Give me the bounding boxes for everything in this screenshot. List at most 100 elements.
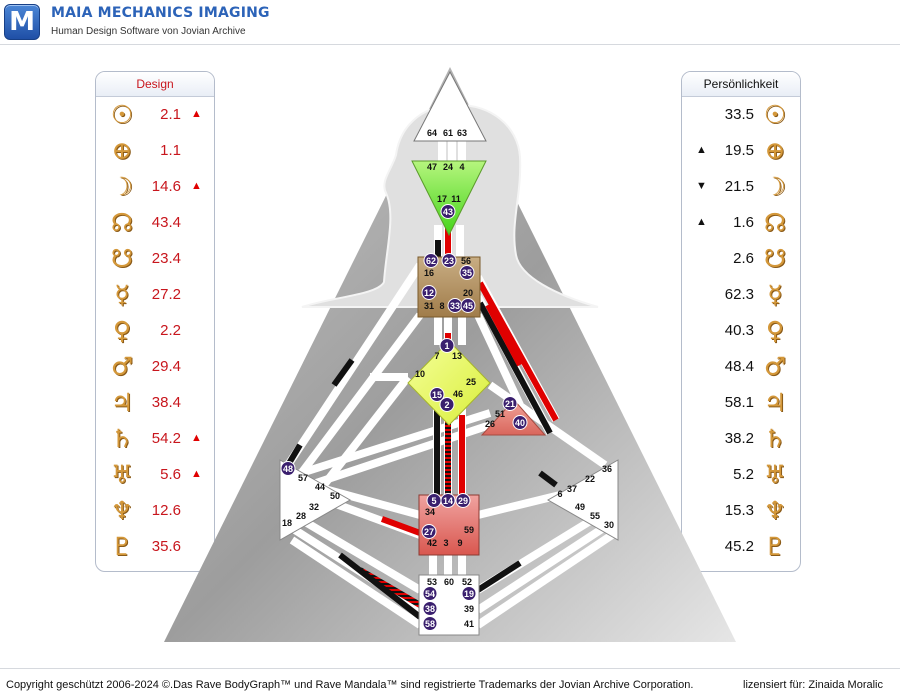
app-header: M MAIA MECHANICS IMAGING Human Design So… [0, 0, 900, 45]
sun-icon: ☉ [763, 100, 787, 129]
gate-16: 16 [424, 268, 434, 278]
planet-row: ⊕ 19.5 ▲ [682, 133, 800, 169]
gate-line-value: 15.3 [724, 502, 754, 519]
sun-icon: ☉ [110, 100, 134, 129]
moon-icon: ☽ [763, 172, 787, 201]
fixing-arrow: ▲ [696, 144, 707, 156]
earth-icon: ⊕ [111, 136, 133, 165]
gate-19: 19 [464, 589, 474, 599]
fixing-arrow: ▼ [696, 180, 707, 192]
planet-row: ☿27.2 [96, 277, 214, 313]
design-panel: Design ☉ 2.1 ▲ ⊕1.1☽14.6▲☊43.4☋23.4☿27.2 ♀ 2.… [95, 71, 215, 572]
south-node-icon: ☋ [763, 244, 787, 273]
venus-icon: ♀ [112, 316, 132, 345]
gate-29: 29 [458, 496, 468, 506]
gate-12: 12 [424, 288, 434, 298]
pluto-icon: ♇ [110, 532, 134, 561]
planet-row: ♆15.3 [682, 493, 800, 529]
personality-panel-title: Persönlichkeit [682, 72, 800, 97]
gate-26: 26 [485, 419, 495, 429]
gate-activation-marker [423, 253, 439, 268]
planet-row: ♆12.6 [96, 493, 214, 529]
gate-line-value: 2.2 [160, 322, 181, 339]
gate-55: 55 [590, 511, 600, 521]
planet-row: ♄ 54.2 ▲ [96, 421, 214, 457]
gate-line-value: 54.2 [151, 430, 181, 447]
planet-row: ♂29.4 [96, 349, 214, 385]
planet-row: ☋23.4 [96, 241, 214, 277]
gate-line-value: 45.2 [724, 538, 754, 555]
gate-25: 25 [466, 377, 476, 387]
gate-activation-marker [439, 338, 455, 353]
gate-line-value: 23.4 [151, 250, 181, 267]
planet-row: ☿62.3 [682, 277, 800, 313]
planet-row: ☊1.6▲ [682, 205, 800, 241]
earth-icon: ⊕ [764, 136, 786, 165]
gate-activation-marker [422, 586, 438, 601]
fixing-arrow: ▲ [191, 180, 202, 192]
gate-44: 44 [315, 482, 325, 492]
planet-row: ☽14.6▲ [96, 169, 214, 205]
gate-10: 10 [415, 369, 425, 379]
gate-line-value: 48.4 [724, 358, 754, 375]
gate-activation-marker [455, 493, 471, 508]
planet-row: ♄38.2 [682, 421, 800, 457]
gate-7: 7 [434, 351, 439, 361]
gate-line-value: 43.4 [151, 214, 181, 231]
gate-60: 60 [444, 577, 454, 587]
gate-22: 22 [585, 474, 595, 484]
gate-43: 43 [443, 207, 453, 217]
gate-activation-marker [460, 298, 476, 313]
gate-line-value: 19.5 [724, 142, 754, 159]
gate-13: 13 [452, 351, 462, 361]
gate-57: 57 [298, 473, 308, 483]
gate-20: 20 [463, 288, 473, 298]
planet-row: ♃38.4 [96, 385, 214, 421]
fixing-arrow: ▲ [191, 432, 202, 444]
gate-line-value: 21.5 [724, 178, 754, 195]
planet-row: ☊43.4 [96, 205, 214, 241]
active-channels [285, 225, 559, 620]
gate-32: 32 [309, 502, 319, 512]
saturn-icon: ♄ [110, 424, 134, 453]
gate-63: 63 [457, 128, 467, 138]
fixing-arrow: ▲ [191, 108, 202, 120]
planet-row: ☋2.6 [682, 241, 800, 277]
gate-8: 8 [439, 301, 444, 311]
design-panel-title: Design [96, 72, 214, 97]
gate-15: 15 [432, 390, 442, 400]
gate-56: 56 [461, 256, 471, 266]
gate-activation-marker [421, 524, 437, 539]
gate-27: 27 [424, 527, 434, 537]
uranus-icon: ♅ [763, 460, 787, 489]
planet-row: ⊕1.1 [96, 133, 214, 169]
gate-59: 59 [464, 525, 474, 535]
gate-activation-marker [280, 461, 296, 476]
gate-45: 45 [463, 301, 473, 311]
gate-49: 49 [575, 502, 585, 512]
planet-row: ☽ 21.5 ▼ [682, 169, 800, 205]
gate-2: 2 [444, 400, 449, 410]
personality-panel: Persönlichkeit ☉33.5⊕19.5▲☽21.5▼☊1.6▲☋2.… [681, 71, 801, 572]
gate-39: 39 [464, 604, 474, 614]
copyright-text: Copyright geschützt 2006-2024 ©.Das Rave… [6, 679, 694, 691]
gate-24: 24 [443, 162, 453, 172]
gate-activation-marker [461, 586, 477, 601]
gate-5: 5 [431, 496, 436, 506]
app-logo: M [4, 4, 40, 40]
gate-30: 30 [604, 520, 614, 530]
license-text: lizensiert für: Zinaida Moralic [743, 679, 883, 691]
gate-23: 23 [444, 256, 454, 266]
gate-activation-marker [422, 616, 438, 631]
gate-line-value: 38.4 [151, 394, 181, 411]
gate-line-value: 1.6 [733, 214, 754, 231]
gate-line-value: 5.2 [733, 466, 754, 483]
gate-line-value: 2.1 [160, 106, 181, 123]
g-center [407, 340, 491, 426]
app-subtitle: Human Design Software von Jovian Archive [51, 26, 246, 37]
planet-row: ♀40.3 [682, 313, 800, 349]
gate-line-value: 40.3 [724, 322, 754, 339]
gate-28: 28 [296, 511, 306, 521]
gate-62: 62 [426, 256, 436, 266]
